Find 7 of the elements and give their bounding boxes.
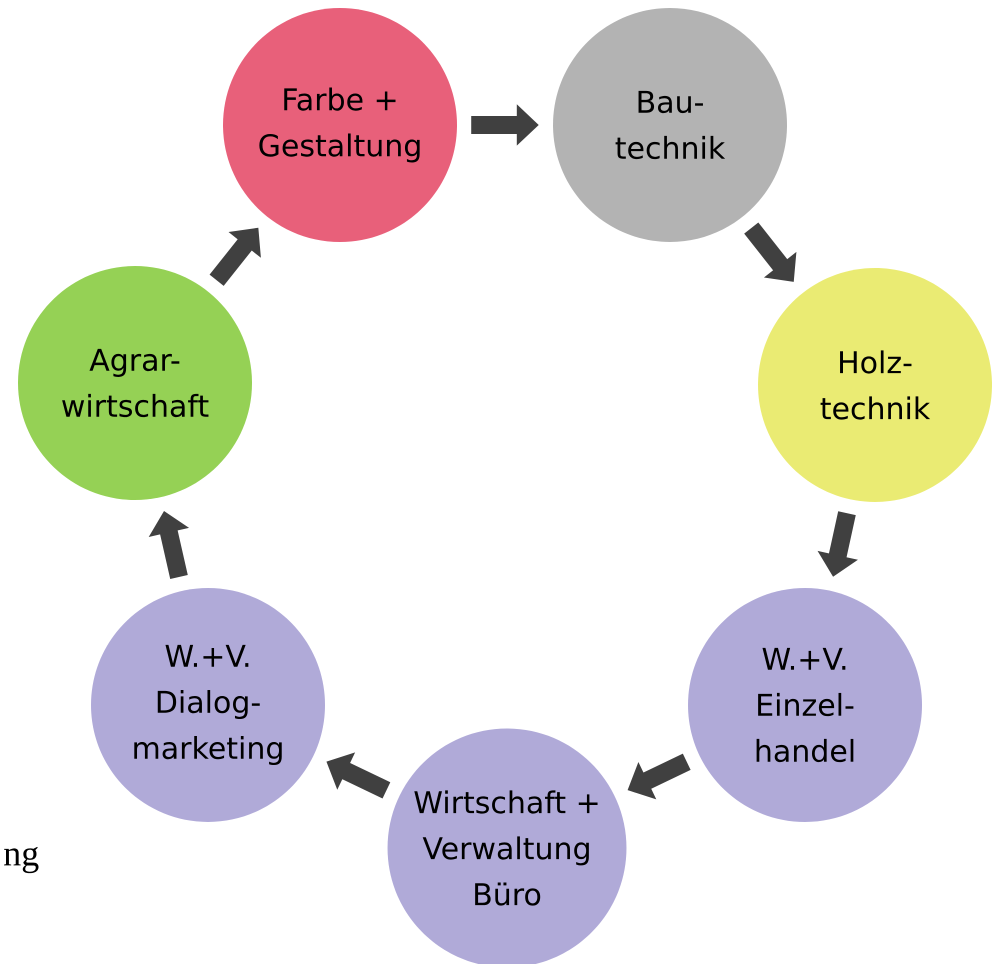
circle-node: W.+V. Einzel- handel [688,588,922,822]
circle-node: Farbe + Gestaltung [223,8,457,242]
circle-node: Holz- technik [758,268,992,502]
circle-node: Bau- technik [553,8,787,242]
circle-node: Agrar- wirtschaft [18,266,252,500]
circle-node: W.+V. Dialog- marketing [91,588,325,822]
text-fragment: ng [4,846,39,874]
